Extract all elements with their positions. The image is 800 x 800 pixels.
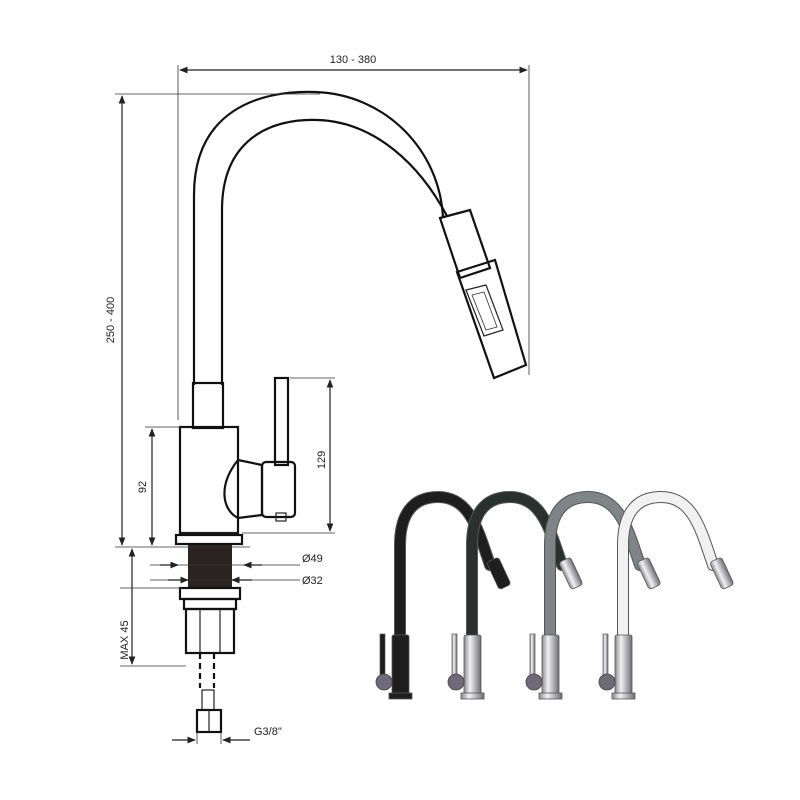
lever bbox=[529, 633, 536, 679]
dim-shank-diameter: Ø32 bbox=[302, 575, 323, 587]
dim-lever-height: 129 bbox=[316, 451, 328, 469]
faucet-body bbox=[391, 634, 410, 698]
variant-faucet-white bbox=[598, 490, 734, 700]
hose bbox=[618, 491, 718, 655]
dimension-lines bbox=[115, 65, 530, 744]
color-variants bbox=[375, 490, 734, 700]
lever-knob bbox=[598, 673, 616, 691]
variant-faucet-grey bbox=[525, 490, 661, 700]
shank bbox=[188, 545, 232, 587]
spray-head bbox=[637, 557, 661, 590]
faucet-base bbox=[611, 692, 636, 700]
dim-body-height: 92 bbox=[137, 481, 149, 493]
variant-faucet-dark bbox=[447, 490, 583, 700]
faucet-body bbox=[541, 634, 560, 698]
faucet-base bbox=[460, 692, 485, 700]
lever bbox=[451, 633, 458, 679]
lever bbox=[602, 633, 609, 679]
faucet-body bbox=[463, 634, 482, 698]
faucet-body bbox=[614, 634, 633, 698]
dim-reach: 130 - 380 bbox=[330, 54, 376, 66]
dim-base-diameter: Ø49 bbox=[302, 553, 323, 565]
technical-drawing: 130 - 380 250 - 400 92 129 Ø49 Ø32 MAX 4… bbox=[105, 54, 530, 744]
faucet-base bbox=[538, 692, 563, 700]
lever-knob bbox=[447, 673, 465, 691]
spray-head bbox=[710, 557, 734, 590]
dim-max-mount: MAX 45 bbox=[119, 620, 131, 659]
supply-hose bbox=[195, 653, 223, 734]
lever bbox=[379, 633, 386, 679]
spray-head bbox=[559, 557, 583, 590]
mounting-nut bbox=[178, 586, 242, 655]
hose bbox=[545, 491, 645, 655]
lever-knob bbox=[375, 673, 393, 691]
lever-knob bbox=[525, 673, 543, 691]
dim-height: 250 - 400 bbox=[105, 297, 117, 343]
spout-inner bbox=[220, 118, 448, 385]
hose bbox=[395, 491, 495, 655]
variant-faucet-black bbox=[375, 490, 511, 700]
spray-head bbox=[438, 208, 528, 380]
spout-outer bbox=[192, 90, 445, 385]
faucet-base bbox=[388, 692, 413, 700]
spray-head bbox=[487, 557, 511, 590]
faucet-body bbox=[174, 376, 297, 546]
dim-thread: G3/8" bbox=[254, 726, 282, 738]
